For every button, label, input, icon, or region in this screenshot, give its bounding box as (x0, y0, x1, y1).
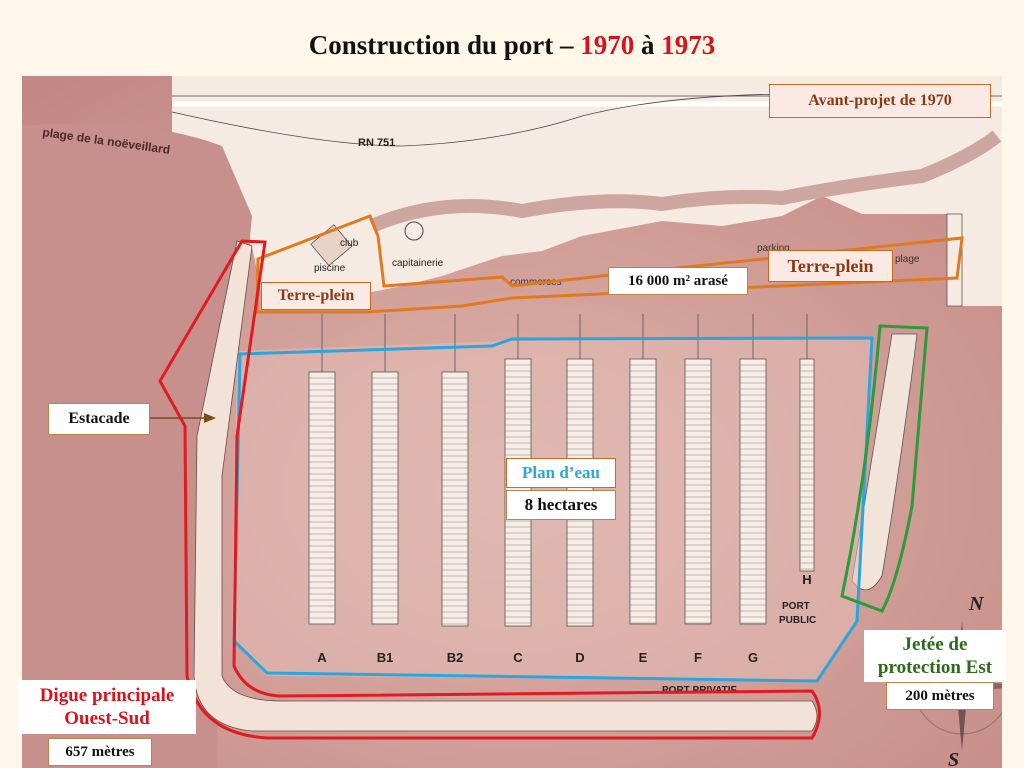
terre-plein-left-label: Terre-plein (261, 282, 371, 310)
pontoons-group (308, 314, 815, 627)
estacade-arrow-head (204, 413, 216, 423)
road-edge-bottom (171, 93, 783, 147)
pontoon-f (684, 358, 712, 625)
harbour-plan: plage de la noëveillard RN 751 club pisc… (22, 76, 1002, 768)
hectares-label: 8 hectares (506, 490, 616, 520)
plan-eau-label: Plan d’eau (506, 458, 616, 488)
page-title: Construction du port – 1970 à 1973 (308, 30, 716, 60)
rocky-coast (369, 130, 1002, 233)
digue-outline (158, 239, 821, 740)
jetee-outline (840, 324, 929, 613)
year-start: 1970 (580, 30, 635, 60)
capitainerie-label: capitainerie (392, 258, 444, 269)
round-building (404, 221, 424, 241)
pontoon-label-b1: B1 (377, 650, 394, 665)
piscine-label: piscine (314, 263, 346, 274)
port-public-label-2: PUBLIC (779, 615, 816, 626)
pontoon-b2 (441, 371, 469, 627)
digue-length-label: 657 mètres (48, 738, 152, 766)
port-prive-label: PORT PRIVATIF (662, 685, 737, 696)
main-breakwater-body (193, 240, 818, 732)
pontoon-label-a: A (317, 650, 327, 665)
east-jetty-body (851, 333, 918, 591)
parking-label: parking (757, 243, 790, 254)
pontoon-label-f: F (694, 650, 702, 665)
arase-label: 16 000 m² arasé (608, 267, 748, 295)
pontoon-label-b2: B2 (447, 650, 464, 665)
compass-south: S (948, 749, 959, 768)
pontoon-label-g: G (748, 650, 758, 665)
port-public-label-1: PORT (782, 601, 810, 612)
pontoon-label-e: E (639, 650, 648, 665)
avant-projet-label: Avant-projet de 1970 (769, 84, 991, 118)
road-label: RN 751 (358, 137, 395, 149)
pontoon-e (629, 358, 657, 625)
year-end: 1973 (661, 30, 716, 60)
pontoon-h (799, 358, 815, 572)
jetee-length-label: 200 mètres (886, 682, 994, 710)
pontoon-label-d: D (575, 650, 584, 665)
plan-eau-outline (232, 336, 874, 683)
compass-north: N (968, 593, 985, 615)
plage-label: plage (895, 254, 920, 265)
estacade-label: Estacade (48, 403, 150, 435)
jetee-label: Jetée de protection Est (864, 630, 1006, 682)
pontoon-label-c: C (513, 650, 523, 665)
terre-plein-right-label: Terre-plein (768, 250, 893, 282)
pontoon-label-h: H (802, 572, 811, 587)
pontoon-g (739, 358, 767, 625)
digue-label: Digue principale Ouest-Sud (18, 680, 196, 734)
club-label: club (340, 238, 359, 249)
pontoon-labels: A B1 B2 C D E F G H (317, 572, 811, 665)
